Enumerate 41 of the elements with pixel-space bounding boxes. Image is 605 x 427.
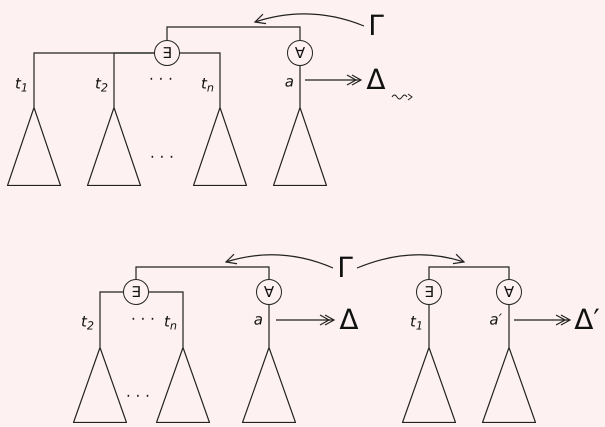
edge-label: t$_{n}$ — [164, 314, 178, 330]
symbol-text: Δ — [361, 64, 391, 96]
symbol-text: Δ′ — [570, 304, 604, 336]
edge-label: t$_{2}$ — [94, 76, 109, 92]
edge-label: t$_{n}$ — [200, 76, 215, 92]
tree-branch-line — [99, 291, 123, 347]
edge-label: t$_{2}$ — [80, 314, 95, 330]
edge-label: t$_{1}$ — [14, 76, 29, 92]
tree-branch-line — [135, 266, 270, 279]
tree-branch-line — [428, 305, 430, 347]
subtree-triangle — [482, 347, 536, 423]
subtree-triangle — [193, 107, 247, 186]
tree-branch-line — [508, 305, 510, 347]
tree-branch-line — [166, 26, 301, 40]
ellipsis-dots: · · · — [131, 312, 155, 327]
edge-label: t$_{1}$ — [410, 314, 424, 330]
subtree-triangle — [7, 107, 61, 186]
tree-branch-line — [149, 291, 184, 347]
subtree-triangle — [156, 347, 210, 423]
arrow — [356, 254, 465, 269]
tree-branch-line — [299, 66, 301, 107]
edge-label: a — [284, 74, 295, 90]
edge-label: a — [254, 312, 264, 328]
arrow — [225, 254, 334, 269]
tree-branch-line — [428, 266, 510, 279]
symbol-text: Δ — [334, 304, 364, 336]
subtree-triangle — [273, 107, 327, 186]
subtree-triangle — [402, 347, 456, 423]
ellipsis-dots: · · · — [150, 150, 174, 165]
ellipsis-dots: · · · — [126, 389, 150, 404]
edge-label: a′ — [489, 312, 503, 328]
ellipsis-dots: · · · — [149, 72, 173, 87]
tree-branch-line — [113, 52, 154, 107]
tree-branch-line — [180, 52, 221, 107]
tree-branch-line — [268, 305, 270, 347]
symbol-text: Γ — [333, 252, 357, 284]
symbol-text: Γ — [364, 10, 388, 42]
arrow — [254, 13, 364, 27]
subtree-triangle — [87, 107, 141, 186]
subtree-triangle — [242, 347, 296, 423]
subtree-triangle — [73, 347, 127, 423]
